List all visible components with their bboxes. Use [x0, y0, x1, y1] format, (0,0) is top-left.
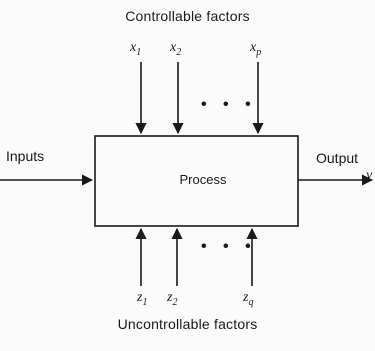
x1-label: x1 [130, 40, 141, 58]
zq-label: zq [243, 290, 253, 308]
z1-label: z1 [137, 290, 147, 308]
uncontrollable-ellipsis: • • • [201, 238, 257, 256]
uncontrollable-factors-label: Uncontrollable factors [0, 316, 375, 332]
controllable-factors-label: Controllable factors [0, 8, 375, 24]
output-var-label: y [316, 168, 372, 183]
controllable-ellipsis: • • • [201, 96, 257, 114]
inputs-label: Inputs [6, 148, 44, 164]
xp-label: xp [250, 40, 261, 58]
x2-label: x2 [170, 40, 181, 58]
process-label: Process [118, 172, 288, 187]
z2-label: z2 [167, 290, 177, 308]
